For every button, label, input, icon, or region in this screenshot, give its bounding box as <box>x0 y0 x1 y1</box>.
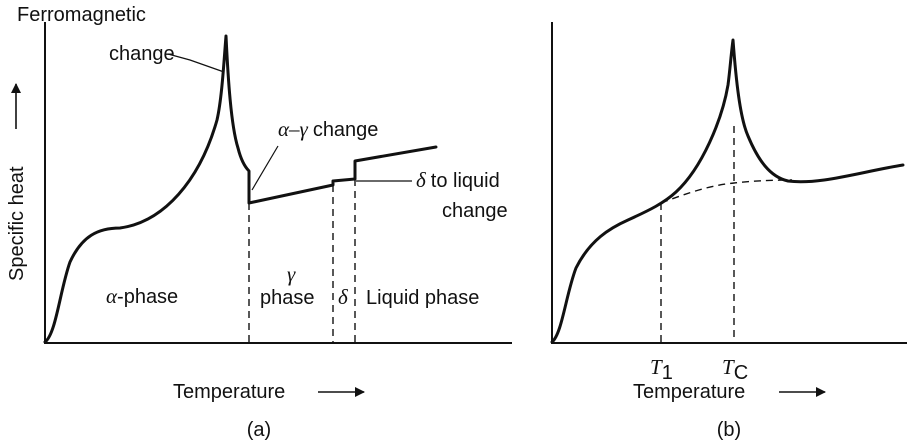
panel-b-specific-heat-curve <box>550 38 905 344</box>
gamma-symbol: γ <box>287 262 296 286</box>
delta-phase-label: δ <box>338 285 349 309</box>
gamma-phase-label: phase <box>260 287 315 309</box>
panel-a-caption: (a) <box>247 419 271 441</box>
panel-b-caption: (b) <box>717 419 741 441</box>
liquid-phase-label: Liquid phase <box>366 287 479 309</box>
tc-label: TC <box>722 355 748 384</box>
ferromagnetic-leader-line <box>167 53 225 73</box>
alpha-gamma-leader-line <box>251 145 279 191</box>
delta-liquid-label-line2: change <box>442 200 508 222</box>
panel-b-baseline-dashed <box>660 179 793 204</box>
panel-b: T1 TC Temperature (b) <box>550 22 907 441</box>
panel-a-specific-heat-curve <box>43 34 438 344</box>
ferromagnetic-label-line1: Ferromagnetic <box>17 4 146 26</box>
panel-b-xlabel: Temperature <box>633 381 745 403</box>
panel-a-ylabel: Specific heat <box>6 166 28 281</box>
panel-a-xlabel: Temperature <box>173 381 285 403</box>
t1-label: T1 <box>650 355 673 384</box>
ferromagnetic-label-line2: change <box>109 43 175 65</box>
alpha-phase-label: α-phase <box>106 284 178 308</box>
